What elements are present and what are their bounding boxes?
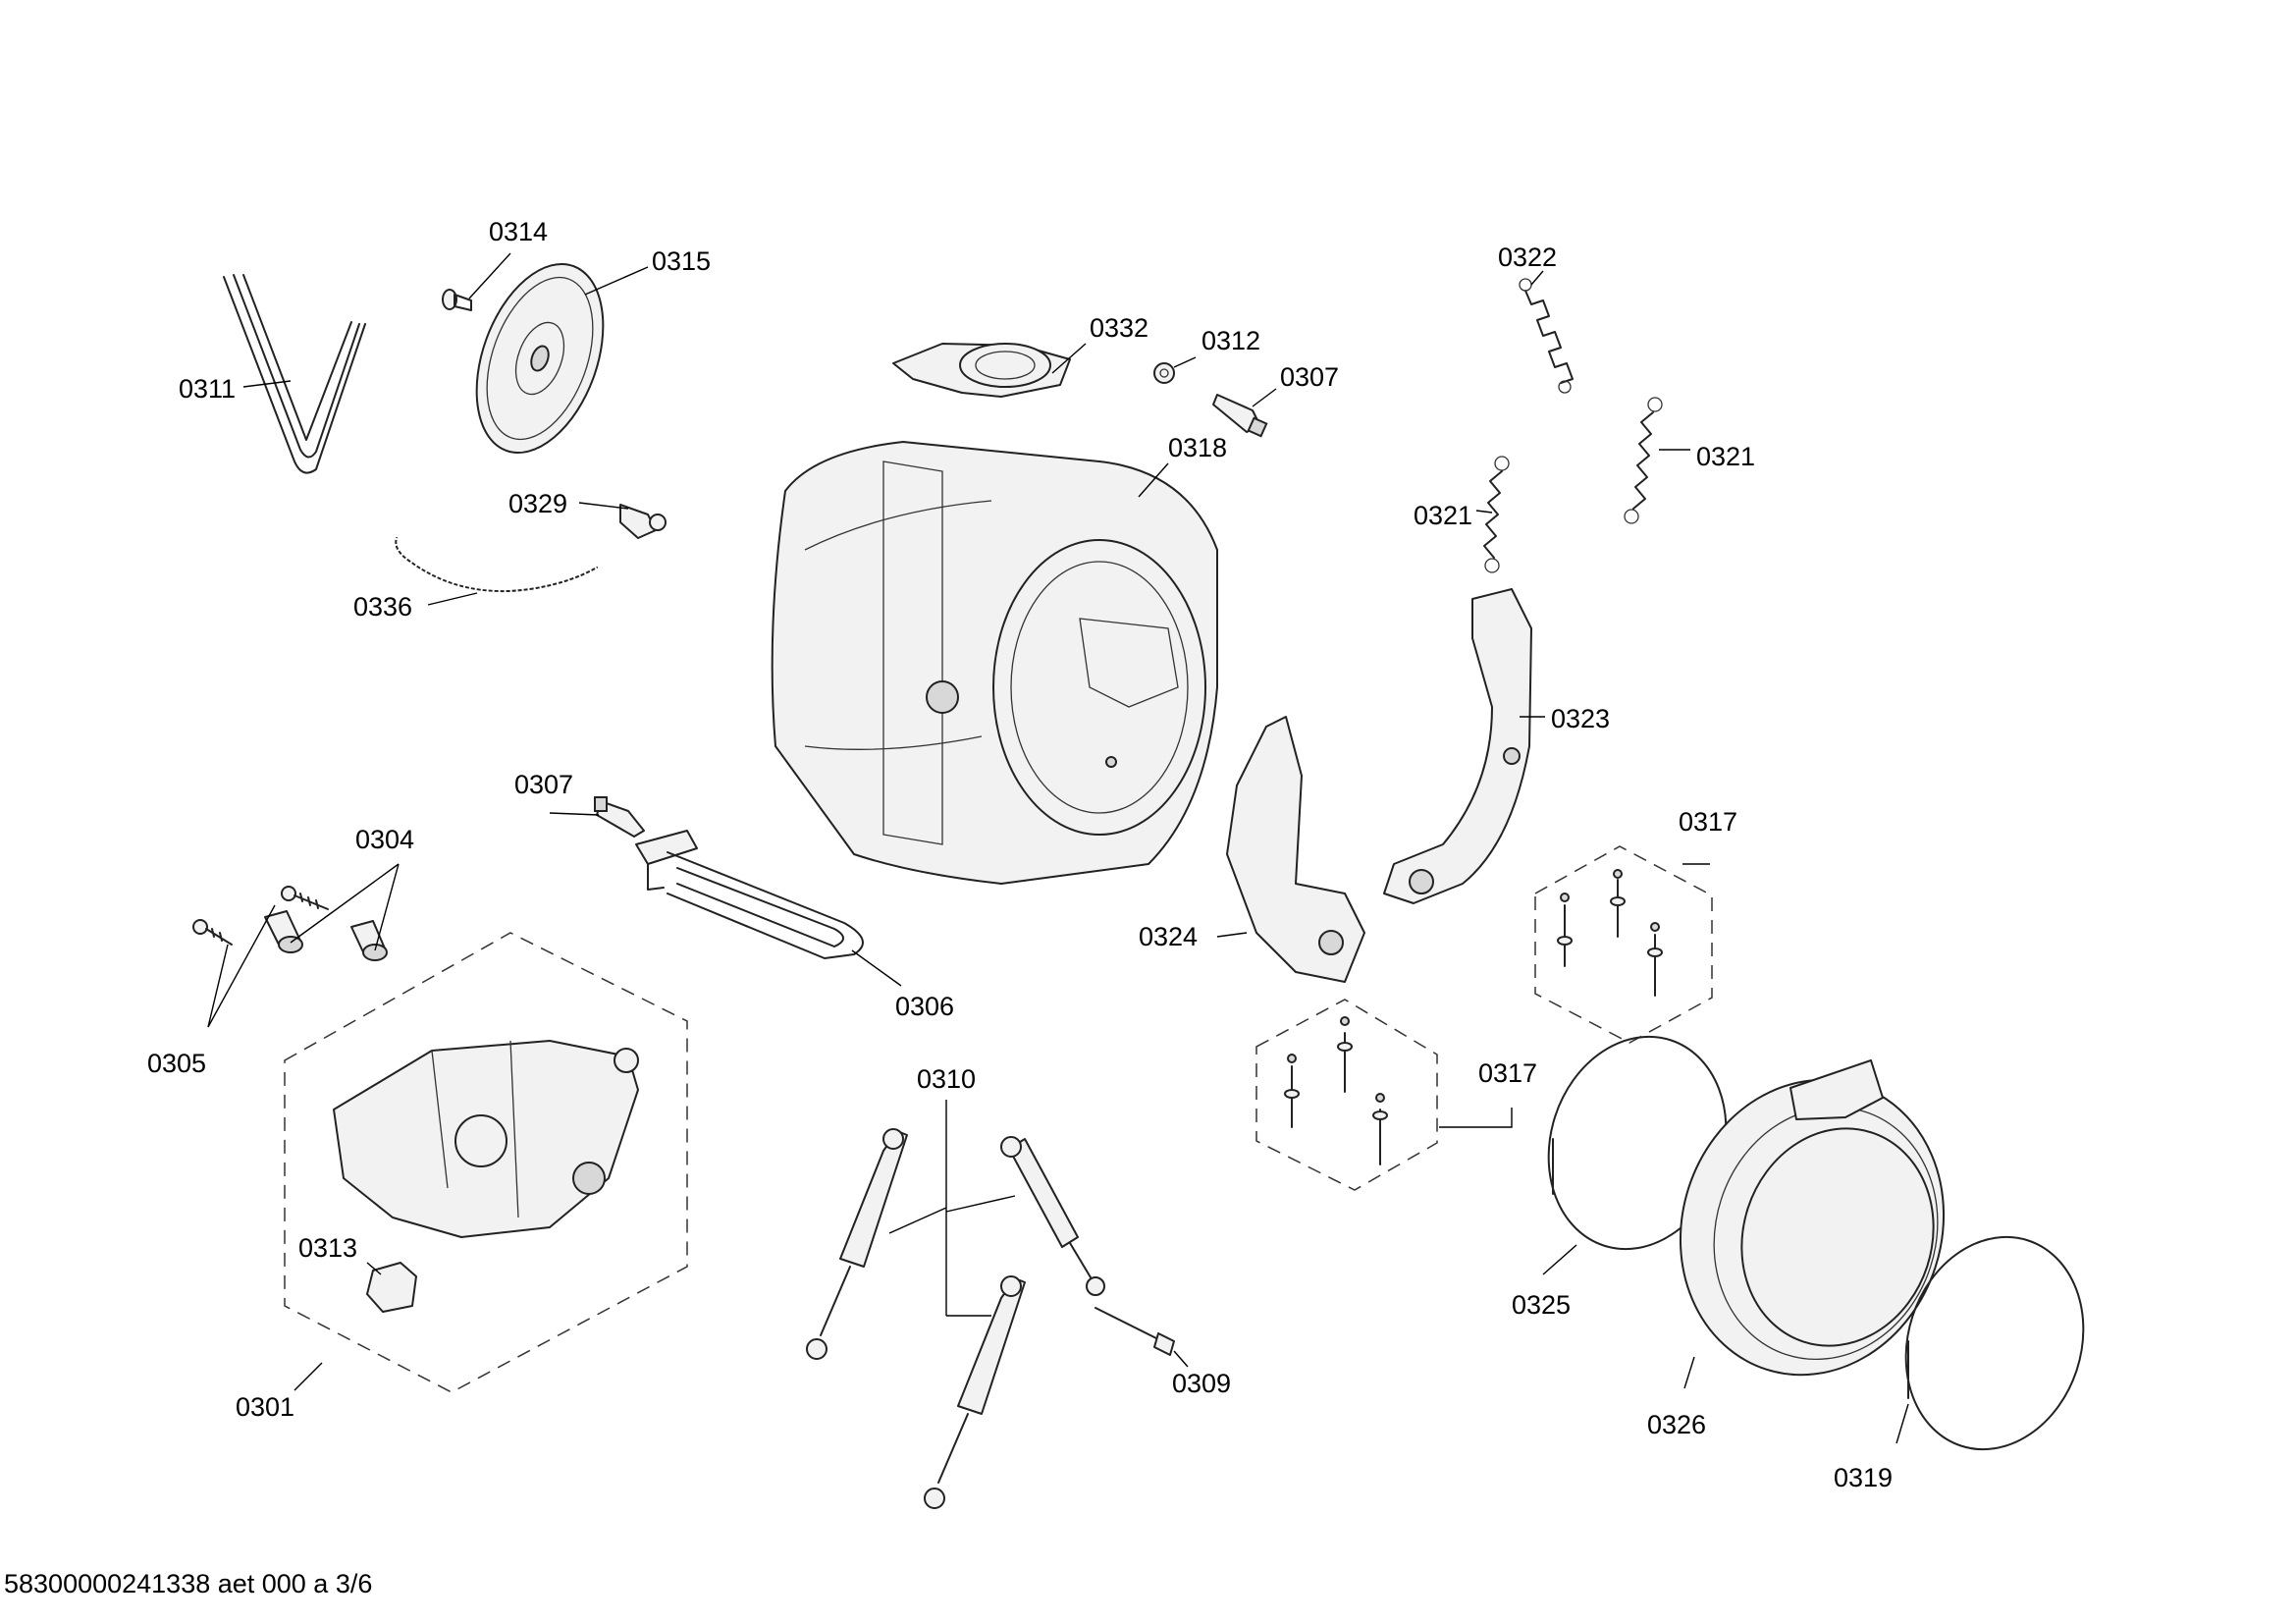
part-label-0301: 0301 [236,1392,294,1422]
part-label-0304: 0304 [355,825,414,854]
tension-spring-0322[interactable] [1519,278,1574,394]
part-label-0322: 0322 [1498,243,1557,272]
part-label-0317-lower: 0317 [1478,1058,1537,1088]
seal-ring-0319[interactable] [1879,1214,2109,1473]
front-tub-ring-0326[interactable] [1642,1046,1981,1410]
screw-0305-upper[interactable] [281,886,329,910]
hardware-kit-0317-upper[interactable] [1534,845,1713,1044]
tension-spring-0321-right[interactable] [1624,397,1663,524]
part-label-0325: 0325 [1512,1290,1571,1320]
shock-absorber-0310-b[interactable] [924,1275,1026,1509]
part-label-0319: 0319 [1834,1463,1893,1492]
part-label-0321-right: 0321 [1696,442,1755,471]
tub-0318[interactable] [771,441,1218,885]
counterweight-0324[interactable] [1226,716,1365,983]
drive-belt-0311[interactable] [223,274,366,474]
counterweight-0323[interactable] [1383,588,1532,904]
heating-element-0306[interactable] [635,830,864,959]
drawing-reference-footer: 58300000241338 aet 000 a 3/6 [4,1569,373,1598]
drain-pump-0301[interactable] [284,932,688,1393]
part-label-0312: 0312 [1201,326,1260,355]
part-label-0307-top: 0307 [1280,362,1339,392]
nut-0312[interactable] [1153,362,1175,384]
part-label-0323: 0323 [1551,704,1610,733]
pulley-wheel-0315[interactable] [453,246,626,470]
part-label-0329: 0329 [508,489,567,518]
shock-absorber-0310-a[interactable] [806,1128,908,1360]
part-label-0305: 0305 [147,1049,206,1078]
part-label-0321-left: 0321 [1414,501,1472,530]
screw-0305-lower[interactable] [192,919,233,946]
pulley-bolt-0314[interactable] [442,289,472,311]
ntc-sensor-0307-top[interactable] [1212,394,1268,438]
part-label-0318: 0318 [1168,433,1227,462]
part-label-0306: 0306 [895,992,954,1021]
shock-absorber-0310-c[interactable] [1000,1136,1105,1296]
ntc-sensor-0307-lower[interactable] [594,796,645,838]
part-label-0309: 0309 [1172,1369,1231,1398]
part-label-0310: 0310 [917,1064,976,1094]
hose-0336[interactable] [394,537,598,593]
part-label-0314: 0314 [489,217,548,246]
bolt-0309[interactable] [1095,1307,1175,1356]
part-label-0311: 0311 [179,374,236,404]
foot-0304-left[interactable] [264,910,303,953]
part-label-0336: 0336 [353,592,412,622]
part-label-0315: 0315 [652,246,711,276]
pump-connector-0313[interactable] [366,1262,417,1313]
part-label-0307-lower: 0307 [514,770,573,799]
hardware-kit-0317-lower[interactable] [1255,999,1438,1191]
part-label-0317-upper: 0317 [1679,807,1737,837]
part-label-0332: 0332 [1090,313,1148,343]
part-label-0313: 0313 [298,1233,357,1263]
part-label-0326: 0326 [1647,1410,1706,1439]
tension-spring-0321-left[interactable] [1483,456,1510,573]
tub-upper-bracket-0332[interactable] [892,343,1071,398]
tee-connector-0329[interactable] [619,504,667,539]
part-label-0324: 0324 [1139,922,1198,951]
